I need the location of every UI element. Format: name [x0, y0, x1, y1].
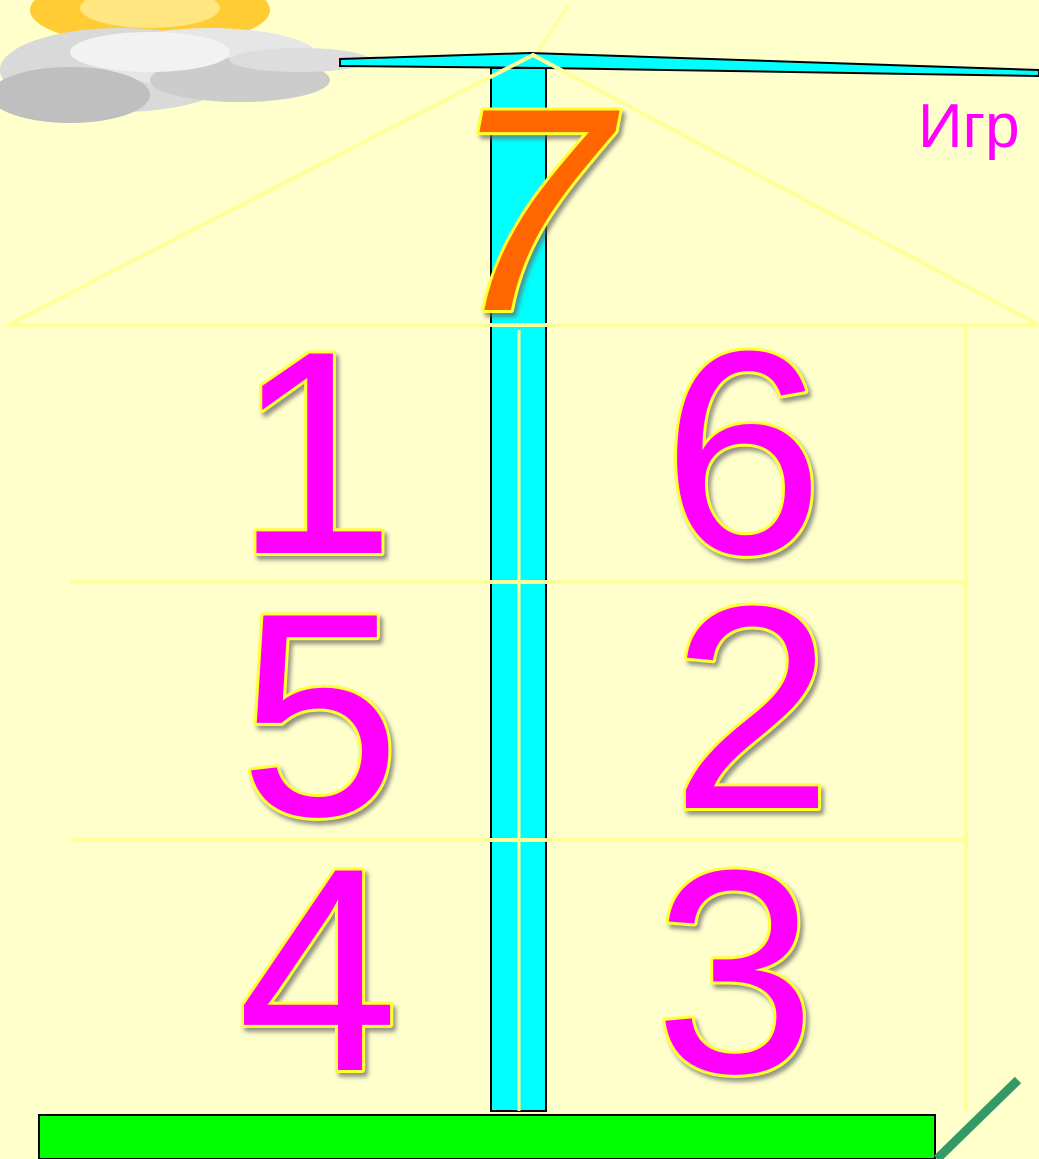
floor-3-left-number: 4 [237, 808, 398, 1132]
floor-3-right-number: 3 [654, 810, 815, 1134]
roof-number: 7 [449, 48, 621, 372]
